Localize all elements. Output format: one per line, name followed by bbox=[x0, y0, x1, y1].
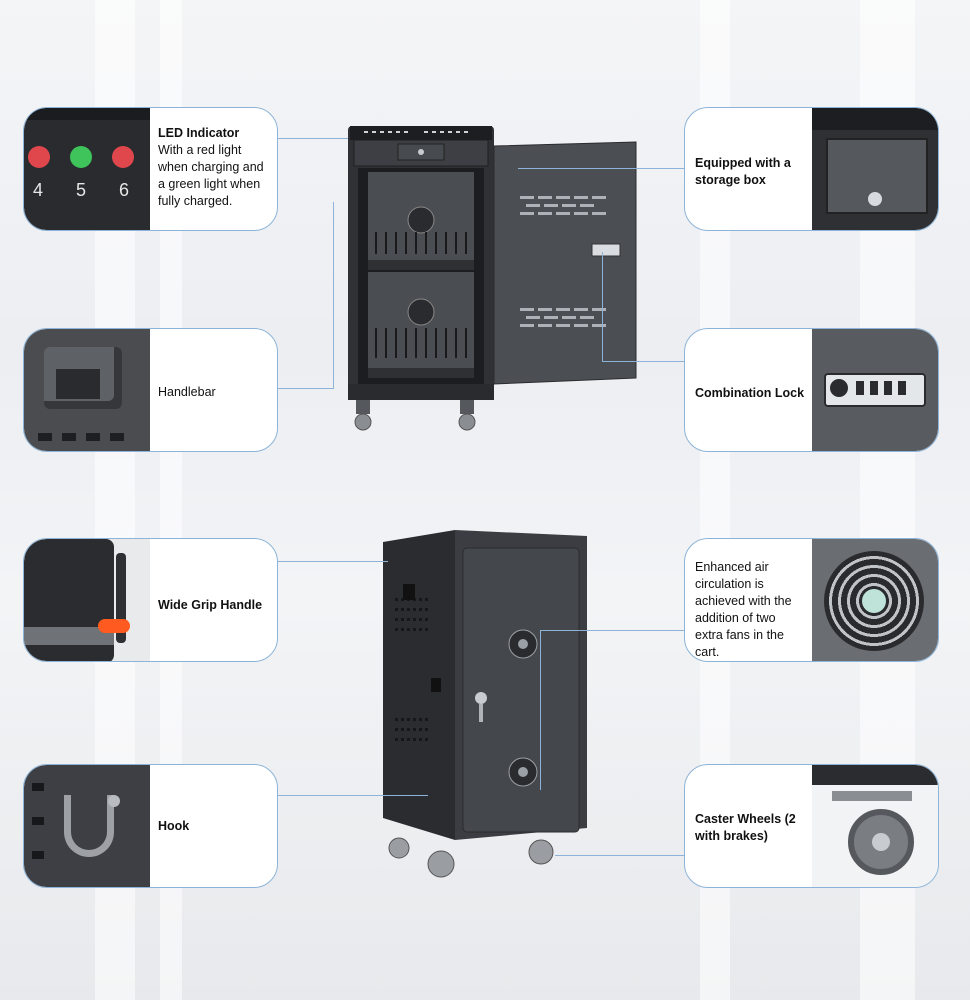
led-number-6: 6 bbox=[119, 180, 130, 200]
combination-lock-callout: Combination Lock bbox=[684, 328, 939, 452]
cabinet-back-closed-image bbox=[375, 528, 595, 888]
lock-title: Combination Lock bbox=[695, 386, 805, 400]
led-panel-icon: 4 5 6 bbox=[24, 108, 150, 230]
connector-handlebar bbox=[278, 388, 334, 389]
fan-icon bbox=[812, 539, 938, 661]
hook-icon bbox=[24, 765, 150, 887]
led-indicator-callout: 4 5 6 LED Indicator With a red light whe… bbox=[23, 107, 278, 231]
led-number-4: 4 bbox=[33, 180, 44, 200]
connector-wide-grip bbox=[278, 561, 388, 562]
fans-body: Enhanced air circulation is achieved wit… bbox=[695, 560, 792, 659]
background-stripe bbox=[160, 0, 182, 1000]
wide-grip-handle-callout: Wide Grip Handle bbox=[23, 538, 278, 662]
wide-grip-title: Wide Grip Handle bbox=[158, 598, 263, 612]
combination-lock-icon bbox=[812, 329, 938, 451]
led-title: LED Indicator bbox=[158, 126, 240, 140]
connector-lock bbox=[602, 361, 684, 362]
caster-wheels-callout: Caster Wheels (2 with brakes) bbox=[684, 764, 939, 888]
hook-callout: Hook bbox=[23, 764, 278, 888]
fans-callout: Enhanced air circulation is achieved wit… bbox=[684, 538, 939, 662]
led-body: With a red light when charging and a gre… bbox=[158, 143, 264, 208]
caster-wheel-icon bbox=[812, 765, 938, 887]
storage-box-callout: Equipped with a storage box bbox=[684, 107, 939, 231]
connector-storage bbox=[518, 168, 684, 169]
handlebar-icon bbox=[24, 329, 150, 451]
drawer-icon bbox=[812, 108, 938, 230]
connector-led bbox=[278, 138, 348, 139]
casters-title: Caster Wheels (2 with brakes) bbox=[695, 812, 796, 843]
cabinet-front-open-image bbox=[340, 122, 640, 440]
led-number-5: 5 bbox=[76, 180, 87, 200]
connector-handlebar-vertical bbox=[333, 202, 334, 389]
connector-fans-vertical bbox=[540, 630, 541, 790]
connector-lock-vertical bbox=[602, 252, 603, 362]
hook-title: Hook bbox=[158, 819, 190, 833]
storage-title: Equipped with a storage box bbox=[695, 156, 791, 187]
handlebar-title: Handlebar bbox=[158, 385, 216, 399]
connector-casters bbox=[555, 855, 684, 856]
connector-fans bbox=[540, 630, 684, 631]
handlebar-callout: Handlebar bbox=[23, 328, 278, 452]
connector-hook bbox=[278, 795, 428, 796]
wide-grip-icon bbox=[24, 539, 150, 661]
